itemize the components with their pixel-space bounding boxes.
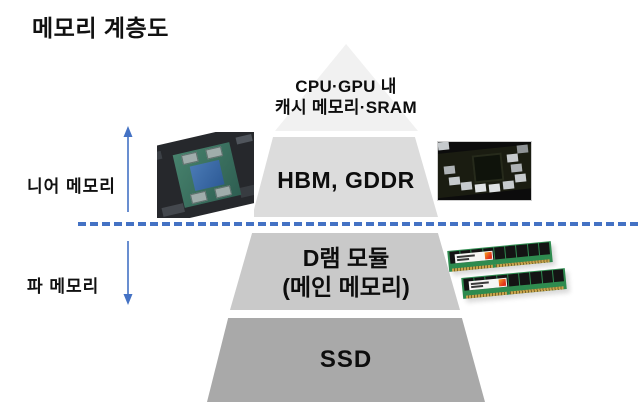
near-memory-up-arrow bbox=[123, 126, 133, 212]
gddr-chip bbox=[506, 153, 519, 163]
pyramid-label-ssd: SSD bbox=[196, 346, 496, 374]
brand-logo-badge bbox=[498, 278, 507, 287]
pyramid-level-ssd bbox=[207, 318, 485, 402]
hbm-stack bbox=[214, 185, 233, 199]
cache-label-line2: 캐시 메모리·SRAM bbox=[275, 98, 417, 117]
gddr-chip bbox=[502, 180, 515, 190]
brand-logo-badge bbox=[484, 251, 493, 260]
far-memory-down-arrow bbox=[123, 241, 133, 305]
pyramid-level-dram bbox=[230, 233, 460, 310]
near-far-arrows bbox=[123, 126, 133, 305]
dimm-module bbox=[461, 268, 567, 299]
hbm-stack bbox=[205, 146, 224, 160]
dram-label-line2: (메인 메모리) bbox=[282, 274, 410, 300]
dimm-key-notch bbox=[492, 264, 497, 268]
gddr-gpu-board-photo bbox=[437, 141, 532, 201]
gddr-chip bbox=[516, 144, 529, 154]
pyramid-level-hbm-gddr bbox=[252, 137, 438, 217]
near-far-divider-dashed-line bbox=[78, 222, 640, 226]
gddr-chip bbox=[443, 165, 456, 175]
gddr-chip bbox=[510, 163, 523, 173]
gddr-chip bbox=[460, 181, 473, 191]
pyramid-label-dram: D램 모듈 (메인 메모리) bbox=[196, 244, 496, 302]
hbm-gddr-label-text: HBM, GDDR bbox=[277, 167, 415, 193]
cache-label-line1: CPU·GPU 내 bbox=[295, 77, 397, 96]
ssd-label-text: SSD bbox=[319, 346, 373, 373]
diagram-title: 메모리 계층도 bbox=[32, 15, 169, 41]
dimm-key-notch bbox=[506, 291, 511, 295]
pyramid-label-cache: CPU·GPU 내 캐시 메모리·SRAM bbox=[196, 76, 496, 118]
gpu-die bbox=[471, 152, 505, 184]
far-memory-label: 파 메모리 bbox=[27, 277, 100, 296]
gddr-chip bbox=[438, 142, 450, 151]
dimm-module bbox=[447, 241, 553, 272]
gddr-chip bbox=[448, 176, 461, 186]
gddr-chip bbox=[474, 183, 487, 193]
pyramid-label-hbm-gddr: HBM, GDDR bbox=[196, 167, 496, 194]
gpu-hbm-package-photo bbox=[157, 132, 254, 218]
near-memory-label: 니어 메모리 bbox=[27, 177, 116, 196]
dram-dimm-modules-photo bbox=[444, 238, 567, 308]
hbm-stack bbox=[189, 190, 208, 205]
gddr-chip bbox=[488, 183, 501, 193]
dram-label-line1: D램 모듈 bbox=[302, 245, 390, 271]
gddr-chip bbox=[514, 173, 527, 183]
hbm-stack bbox=[180, 151, 199, 166]
